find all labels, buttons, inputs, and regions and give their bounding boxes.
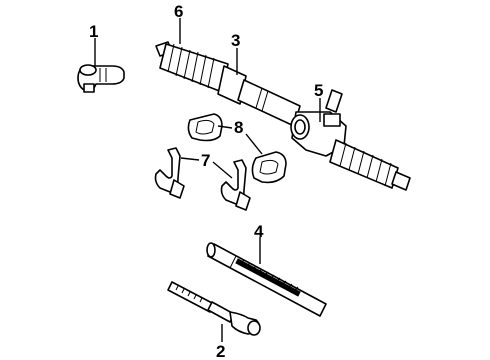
callout-8: 8	[234, 118, 243, 137]
rack-housing-part	[155, 41, 411, 191]
rack-teeth	[235, 258, 301, 297]
callout-6: 6	[174, 2, 183, 21]
tie-rod-end-part	[77, 64, 125, 93]
callout-5: 5	[314, 81, 323, 100]
right-bellows-boot	[329, 139, 399, 189]
callout-4: 4	[254, 222, 264, 241]
callout-2: 2	[216, 342, 225, 360]
inner-tie-rod-part	[167, 281, 261, 336]
callout-7: 7	[201, 151, 210, 170]
leader-8b	[245, 133, 263, 155]
bushing-lower-part	[251, 151, 287, 184]
leader-7b	[212, 161, 233, 179]
callout-3: 3	[231, 31, 240, 50]
clamp-left-part	[154, 147, 185, 199]
leader-7a	[180, 157, 200, 161]
left-bellows-boot	[159, 43, 229, 93]
bushing-upper-part	[187, 113, 223, 142]
callout-1: 1	[89, 22, 98, 41]
rack-bar-part	[206, 242, 327, 317]
leader-8a	[217, 125, 233, 129]
clamp-right-part	[220, 159, 251, 211]
